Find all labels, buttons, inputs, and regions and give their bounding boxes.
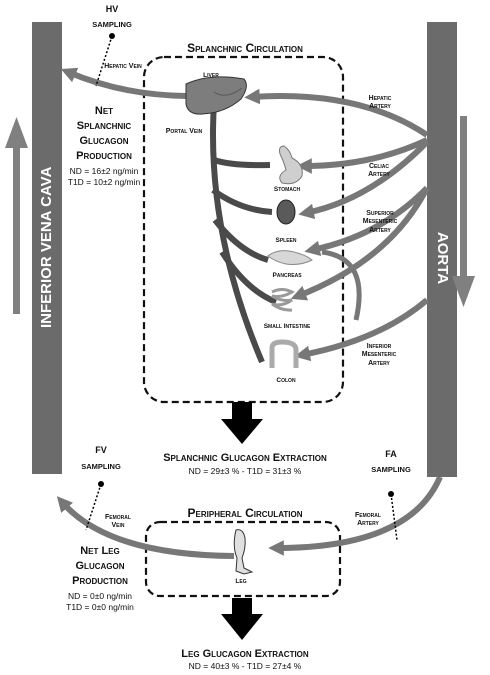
net-leg-block: Net Leg Glucagon Production ND = 0±0 ng/… (56, 544, 144, 612)
net-leg-t1d: T1D = 0±0 ng/min (66, 601, 134, 612)
ivc-direction-arrow (5, 117, 28, 314)
ima-colon-arrow (294, 297, 429, 362)
aorta-label: AORTA (434, 231, 451, 285)
hepatic-artery-label: Hepatic Artery (368, 95, 392, 111)
liver-icon (185, 76, 247, 115)
net-leg-line-2: Glucagon (75, 560, 125, 572)
net-splanchnic-line-2: Splanchnic (76, 120, 132, 132)
hv-sampling-label: SAMPLING (92, 20, 132, 29)
net-leg-nd: ND = 0±0 ng/min (68, 591, 132, 601)
sma-loop (321, 249, 362, 321)
splenic-branch-arrow (298, 139, 430, 220)
portal-intestine (219, 250, 278, 305)
superior-mesenteric-artery-label: Superior Mesenteric Artery (362, 210, 398, 234)
portal-spleen (211, 187, 273, 215)
net-splanchnic-nd: ND = 16±2 ng/min (69, 166, 139, 176)
leg-extraction-values: ND = 40±3 % - T1D = 27±4 % (188, 661, 302, 671)
stomach-icon (279, 145, 303, 185)
net-splanchnic-line-4: Production (76, 150, 132, 162)
femoral-artery-arrow (268, 475, 443, 556)
organ-label-liver: Liver (203, 72, 219, 79)
hepatic-vein-arrow (60, 67, 187, 99)
net-splanchnic-block: Net Splanchnic Glucagon Production ND = … (64, 104, 144, 187)
fa-sampling-label: SAMPLING (371, 465, 411, 474)
celiac-artery-label: Celiac Artery (368, 163, 390, 179)
hepatic-artery-arrow (244, 88, 429, 138)
spleen-icon (276, 199, 296, 225)
celiac-artery-arrow (296, 137, 429, 174)
fv-code: FV (95, 445, 107, 455)
splanchnic-extraction-title: Splanchnic Glucagon Extraction (163, 452, 327, 464)
fv-sampling-line (85, 483, 102, 531)
femoral-vein-arrow (56, 496, 235, 559)
aorta-direction-arrow (452, 116, 475, 307)
pancreas-icon (267, 250, 313, 265)
colon-icon (269, 339, 299, 368)
splanchnic-title: Splanchnic Circulation (187, 41, 303, 55)
organ-label-small-intestine: Small Intestine (263, 323, 311, 330)
vena-cava-bar (32, 22, 62, 474)
sma-intestine-arrow (290, 186, 430, 301)
leg-extraction-title: Leg Glucagon Extraction (181, 648, 309, 660)
organ-label-stomach: Stomach (273, 186, 301, 193)
femoral-artery-label: Femoral Artery (355, 512, 381, 528)
hv-sampling-line (95, 35, 113, 87)
small-intestine-icon (271, 288, 296, 312)
inferior-mesenteric-artery-label: Inferior Mesenteric Artery (361, 343, 397, 367)
organ-label-colon: Colon (276, 377, 296, 384)
net-splanchnic-line-3: Glucagon (79, 135, 129, 147)
portal-stomach (213, 157, 271, 169)
hv-sampling-dot (109, 33, 115, 39)
sma-pancreas-arrow (304, 185, 430, 257)
net-splanchnic-t1d: T1D = 10±2 ng/min (67, 176, 141, 187)
portal-vein-label: Portal Vein (165, 128, 203, 135)
portal-pancreas (212, 218, 269, 263)
fv-sampling-label: SAMPLING (81, 462, 121, 471)
hepatic-vein-label: Hepatic Vein (104, 63, 142, 70)
fa-sampling-dot (388, 491, 394, 497)
ivc-label: INFERIOR VENA CAVA (38, 166, 55, 328)
splanchnic-extraction-arrow (221, 402, 263, 444)
peripheral-box (144, 520, 342, 598)
hv-code: HV (105, 4, 119, 14)
fa-sampling-line (390, 493, 398, 541)
fv-sampling-dot (98, 481, 104, 487)
net-leg-line-1: Net Leg (80, 545, 120, 557)
fa-code: FA (385, 449, 397, 459)
splanchnic-extraction-values: ND = 29±3 % - T1D = 31±3 % (188, 466, 302, 476)
net-splanchnic-line-1: Net (94, 105, 114, 117)
aorta-bar (427, 22, 457, 477)
leg-extraction-arrow (221, 598, 263, 640)
organ-label-pancreas: Pancreas (272, 272, 302, 279)
organ-label-spleen: Spleen (275, 237, 297, 244)
femoral-vein-label: Femoral Vein (105, 514, 131, 530)
organ-label-leg: Leg (235, 578, 247, 585)
leg-icon (233, 529, 254, 575)
net-leg-line-3: Production (72, 575, 128, 587)
peripheral-title: Peripheral Circulation (187, 506, 303, 520)
